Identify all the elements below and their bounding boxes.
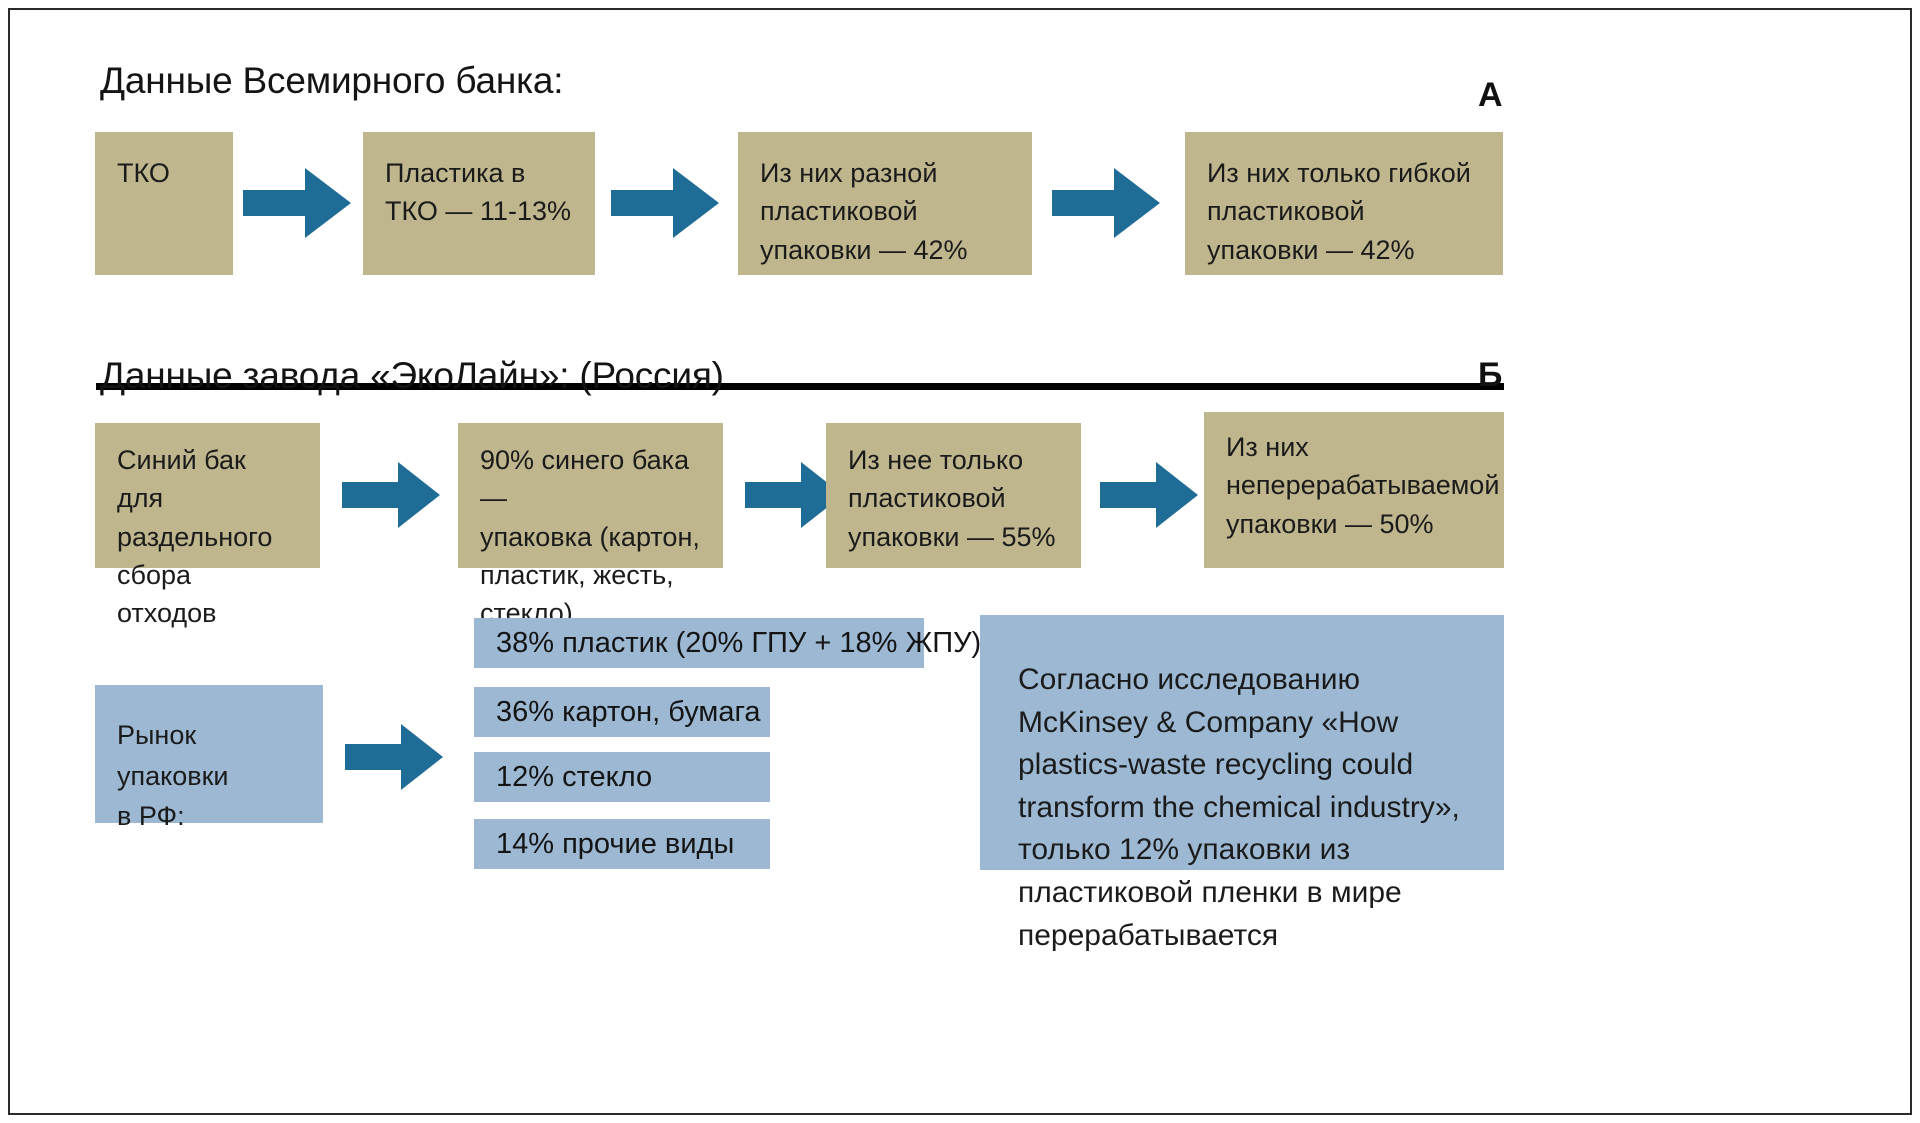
process-box-a-3: Из них разной пластиковой упаковки — 42% <box>738 132 1032 275</box>
arrow-right-icon-b-3 <box>1100 462 1198 528</box>
arrow-right-icon-a-1 <box>243 168 351 238</box>
market-bar-2: 36% картон, бумага <box>474 687 770 737</box>
process-box-b-4: Из них неперерабатываемой упаковки — 50% <box>1204 412 1504 568</box>
section-b-letter: Б <box>1478 356 1503 394</box>
process-box-a-1: ТКО <box>95 132 233 275</box>
section-divider <box>96 383 1504 390</box>
arrow-right-icon-a-2 <box>611 168 719 238</box>
market-label-box: Рынок упаковки в РФ: <box>95 685 323 831</box>
arrow-right-icon-a-3 <box>1052 168 1160 238</box>
process-box-b-3: Из нее только пластиковой упаковки — 55% <box>826 423 1081 568</box>
arrow-right-icon-b-1 <box>342 462 440 528</box>
market-bar-3: 12% стекло <box>474 752 770 802</box>
arrow-right-icon-market <box>345 724 443 790</box>
market-bar-4: 14% прочие виды <box>474 819 770 869</box>
section-a-title: Данные Всемирного банка: <box>100 60 564 101</box>
market-bar-1: 38% пластик (20% ГПУ + 18% ЖПУ) <box>474 618 981 668</box>
process-box-b-2: 90% синего бака — упаковка (картон, плас… <box>458 423 723 628</box>
section-a-letter: А <box>1478 76 1503 114</box>
arrow-right-icon-b-2 <box>745 462 843 528</box>
process-box-b-1: Синий бак для раздельного сбора отходов <box>95 423 320 628</box>
process-box-a-2: Пластика в ТКО — 11-13% <box>363 132 595 275</box>
mckinsey-note-box: Согласно исследованию McKinsey & Company… <box>980 615 1504 952</box>
section-b-title: Данные завода «ЭкоЛайн»: (Россия) <box>100 355 724 396</box>
process-box-a-4: Из них только гибкой пластиковой упаковк… <box>1185 132 1503 275</box>
